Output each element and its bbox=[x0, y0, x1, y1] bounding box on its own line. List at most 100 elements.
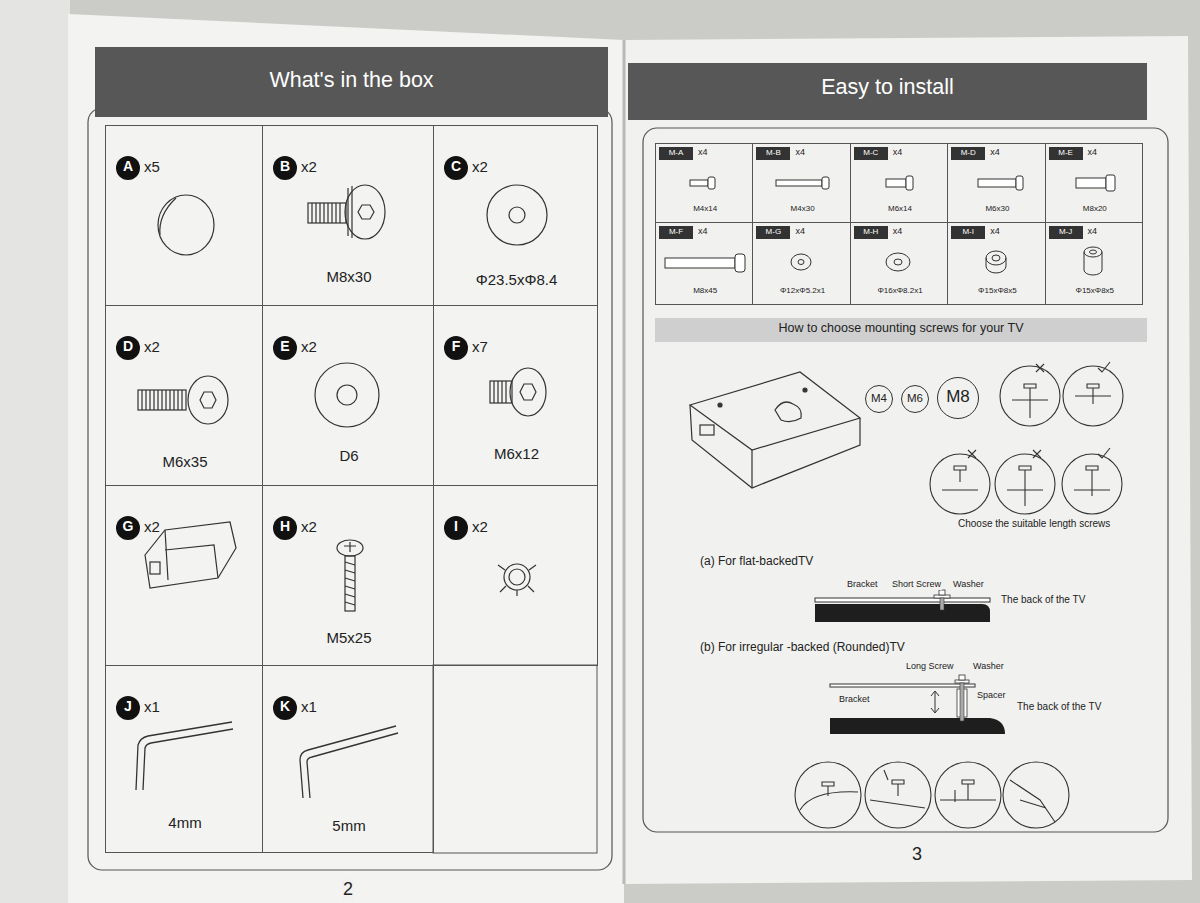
node-text: M-E bbox=[1049, 148, 1083, 158]
part-letter: G bbox=[116, 516, 140, 540]
count-text: x4 bbox=[1088, 147, 1098, 158]
node-text: 4mm bbox=[106, 814, 264, 832]
diagram-label: Bracket bbox=[846, 579, 879, 590]
node-text: M6x14 bbox=[851, 204, 949, 214]
part-cell: x2M5x25 H bbox=[262, 485, 434, 666]
node-text: M-I bbox=[951, 227, 985, 237]
count-text: x4 bbox=[893, 226, 903, 237]
diagram-label: (a) For flat-backedTV bbox=[699, 554, 814, 568]
node-text: K bbox=[273, 698, 297, 715]
cap-drawing bbox=[158, 195, 214, 255]
washer-drawing bbox=[315, 363, 379, 427]
screw-tag: M-J bbox=[1049, 226, 1083, 239]
part-letter: C bbox=[444, 156, 468, 180]
node-text: What's in the box bbox=[95, 68, 608, 94]
node-text: D bbox=[116, 338, 140, 355]
part-letter: B bbox=[273, 156, 297, 180]
node-text: How to choose mounting screws for your T… bbox=[655, 321, 1147, 336]
count-text: x7 bbox=[472, 338, 488, 356]
count-text: x2 bbox=[301, 518, 317, 536]
node-text: M-G bbox=[756, 227, 790, 237]
node-text: Φ16xΦ8.2x1 bbox=[851, 286, 949, 296]
node-text: M-F bbox=[659, 227, 693, 237]
size-circle: M4 bbox=[865, 385, 893, 413]
node-text: J bbox=[116, 698, 140, 715]
node-text: Φ15xΦ8x5 bbox=[1046, 286, 1144, 296]
screw-cell: x4M8x20M-E bbox=[1045, 143, 1143, 223]
node-text: B bbox=[273, 158, 297, 175]
part-cell: x2D6 E bbox=[262, 305, 434, 486]
page-fold bbox=[623, 40, 626, 884]
screw-cell: x4Φ16xΦ8.2x1 M-H bbox=[850, 222, 948, 305]
left-frame bbox=[88, 108, 612, 870]
screw-drawing bbox=[337, 540, 363, 611]
count-text: x4 bbox=[795, 147, 805, 158]
node-text: C bbox=[444, 158, 468, 175]
node-text: Φ23.5xΦ8.4 bbox=[434, 271, 599, 289]
node-text: E bbox=[273, 338, 297, 355]
node-text: M6 bbox=[902, 392, 928, 406]
rounded-back-diagram bbox=[830, 675, 1005, 734]
screw-cell: x4M6x30M-D bbox=[947, 143, 1045, 223]
node-text: M5x25 bbox=[263, 629, 435, 647]
part-cell: x2M6x35D bbox=[105, 305, 263, 486]
part-letter: E bbox=[273, 336, 297, 360]
part-letter: H bbox=[273, 516, 297, 540]
screw-tag: M-C bbox=[854, 147, 888, 160]
node-text: M-C bbox=[854, 148, 888, 158]
count-text: x2 bbox=[301, 338, 317, 356]
screw-cell: x4M8x45M-F bbox=[655, 222, 753, 305]
diagram-label: Bracket bbox=[838, 694, 871, 705]
node-text: M6x35 bbox=[106, 453, 264, 471]
diagram-label: Choose the suitable length screws bbox=[957, 518, 1111, 530]
diagram-label: (b) For irregular -backed (Rounded)TV bbox=[699, 640, 906, 654]
node-text: M-H bbox=[854, 227, 888, 237]
node-text: M6x30 bbox=[948, 204, 1046, 214]
part-cell: x5A bbox=[105, 125, 263, 306]
count-text: x2 bbox=[301, 158, 317, 176]
screw-cell: x4M4x14 M-A bbox=[655, 143, 753, 223]
part-cell: x15mmK bbox=[262, 665, 434, 853]
right-frame bbox=[643, 128, 1168, 832]
bolt-drawing bbox=[138, 376, 228, 424]
node-text: A bbox=[116, 158, 140, 175]
count-text: x4 bbox=[893, 147, 903, 158]
node-text: H bbox=[273, 518, 297, 535]
node-text: I bbox=[444, 518, 468, 535]
node-text: M-B bbox=[756, 148, 790, 158]
screw-cell: x4Φ15xΦ8x5 M-J bbox=[1045, 222, 1143, 305]
count-text: x4 bbox=[698, 226, 708, 237]
node-text: M6x12 bbox=[434, 445, 599, 463]
part-letter: I bbox=[444, 516, 468, 540]
node-text: Φ15xΦ8x5 bbox=[948, 286, 1046, 296]
screw-tag: M-I bbox=[951, 226, 985, 239]
page-number: 2 bbox=[342, 879, 354, 901]
hex-key-drawing bbox=[136, 722, 233, 790]
install-step-icon bbox=[795, 762, 1069, 828]
diagram-label: Washer bbox=[952, 579, 985, 590]
count-text: x4 bbox=[698, 147, 708, 158]
count-text: x2 bbox=[144, 518, 160, 536]
count-text: x5 bbox=[144, 158, 160, 176]
count-text: x4 bbox=[1088, 226, 1098, 237]
node-text: G bbox=[116, 518, 140, 535]
screw-tag: M-B bbox=[756, 147, 790, 160]
count-text: x1 bbox=[144, 698, 160, 716]
node-text: F bbox=[444, 338, 468, 355]
part-letter: K bbox=[273, 696, 297, 720]
diagram-label: The back of the TV bbox=[1016, 701, 1102, 713]
screw-tag: M-D bbox=[951, 147, 985, 160]
part-cell: x2M8x30B bbox=[262, 125, 434, 306]
screw-cell: x4M6x14 M-C bbox=[850, 143, 948, 223]
part-letter: A bbox=[116, 156, 140, 180]
node-text: M4 bbox=[866, 392, 892, 406]
node-text: D6 bbox=[263, 447, 435, 465]
screw-tag: M-A bbox=[659, 147, 693, 160]
bolt-drawing bbox=[308, 185, 385, 239]
header-band: Easy to install bbox=[628, 63, 1147, 120]
flat-back-diagram bbox=[815, 590, 990, 622]
node-text: M4x14 bbox=[656, 204, 754, 214]
node-text: M4x30 bbox=[753, 204, 851, 214]
